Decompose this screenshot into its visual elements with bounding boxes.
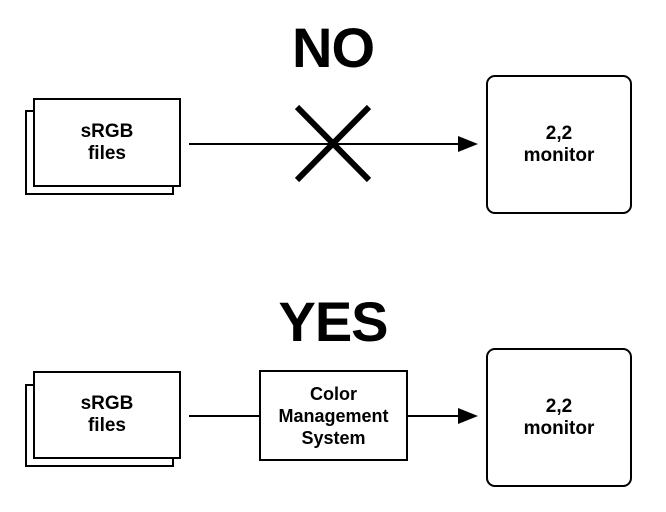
no-target-line1: 2,2	[545, 122, 573, 144]
color-management-system-box: Color Management System	[259, 370, 408, 461]
cms-line3: System	[301, 427, 366, 448]
yes-source-line1: sRGB	[80, 393, 134, 414]
no-source-line2: files	[87, 142, 126, 164]
yes-source-line2: files	[87, 415, 126, 436]
no-arrowhead	[458, 136, 478, 152]
cms-line1: Color	[310, 383, 357, 404]
no-source-line1: sRGB	[80, 120, 134, 142]
yes-source-files-box: sRGB files	[33, 371, 181, 459]
yes-arrowhead	[458, 408, 478, 424]
no-target-line2: monitor	[523, 144, 595, 166]
yes-target-line1: 2,2	[545, 395, 573, 417]
yes-target-line2: monitor	[523, 417, 595, 439]
heading-no: NO	[292, 16, 375, 79]
heading-yes: YES	[278, 290, 388, 353]
cms-line2: Management	[278, 405, 389, 426]
yes-target-monitor-box: 2,2 monitor	[486, 348, 632, 487]
yes-arrow-cms-to-monitor	[408, 408, 478, 424]
cross-icon	[294, 104, 372, 183]
no-source-files-box: sRGB files	[33, 98, 181, 187]
no-target-monitor-box: 2,2 monitor	[486, 75, 632, 214]
no-arrow	[189, 136, 478, 152]
